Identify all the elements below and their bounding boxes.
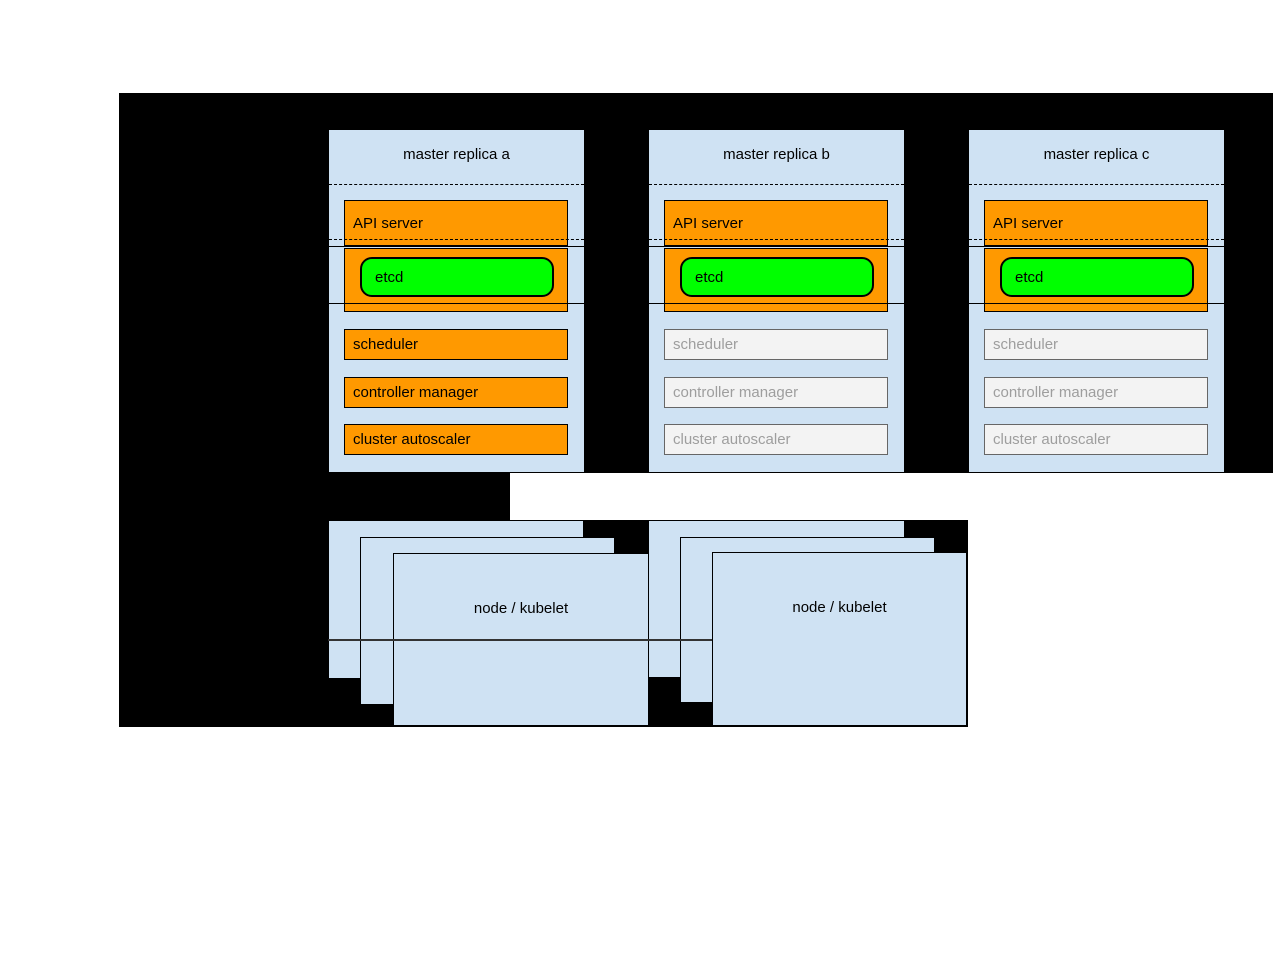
zone-dashed-line <box>329 239 584 240</box>
cluster-autoscaler-box: cluster autoscaler <box>344 424 568 455</box>
scheduler-box: scheduler <box>984 329 1208 360</box>
etcd-container-box: etcd <box>984 248 1208 312</box>
etcd-box: etcd <box>680 257 874 297</box>
zone-dashed-line <box>649 184 904 185</box>
master-replica-card-b: master replica b API server etcd schedul… <box>649 130 904 472</box>
cluster-autoscaler-box: cluster autoscaler <box>984 424 1208 455</box>
master-replica-card-c: master replica c API server etcd schedul… <box>969 130 1224 472</box>
cluster-autoscaler-box: cluster autoscaler <box>664 424 888 455</box>
api-server-box: API server <box>664 200 888 246</box>
master-replica-card-a: master replica a API server etcd schedul… <box>329 130 584 472</box>
replica-title: master replica a <box>403 146 510 163</box>
zone-solid-line <box>649 303 904 304</box>
zone-dashed-line <box>969 184 1224 185</box>
zone-dashed-line <box>649 239 904 240</box>
etcd-container-box: etcd <box>664 248 888 312</box>
zone-solid-line <box>329 303 584 304</box>
api-server-box: API server <box>344 200 568 246</box>
scheduler-box: scheduler <box>664 329 888 360</box>
zone-solid-line <box>329 246 584 247</box>
zone-dashed-line <box>329 184 584 185</box>
replica-title: master replica c <box>1043 146 1150 163</box>
node-box-front: node / kubelet <box>712 552 967 726</box>
replica-title: master replica b <box>723 146 830 163</box>
api-server-box: API server <box>984 200 1208 246</box>
zone-dashed-line <box>969 239 1224 240</box>
node-label: node / kubelet <box>792 599 887 616</box>
etcd-box: etcd <box>1000 257 1194 297</box>
controller-manager-box: controller manager <box>344 377 568 408</box>
node-label: node / kubelet <box>473 600 569 617</box>
zone-solid-line <box>969 246 1224 247</box>
cluster-divider-line <box>328 639 712 641</box>
scheduler-box: scheduler <box>344 329 568 360</box>
zone-solid-line <box>649 246 904 247</box>
etcd-container-box: etcd <box>344 248 568 312</box>
controller-manager-box: controller manager <box>984 377 1208 408</box>
etcd-box: etcd <box>360 257 554 297</box>
controller-manager-box: controller manager <box>664 377 888 408</box>
zone-solid-line <box>969 303 1224 304</box>
